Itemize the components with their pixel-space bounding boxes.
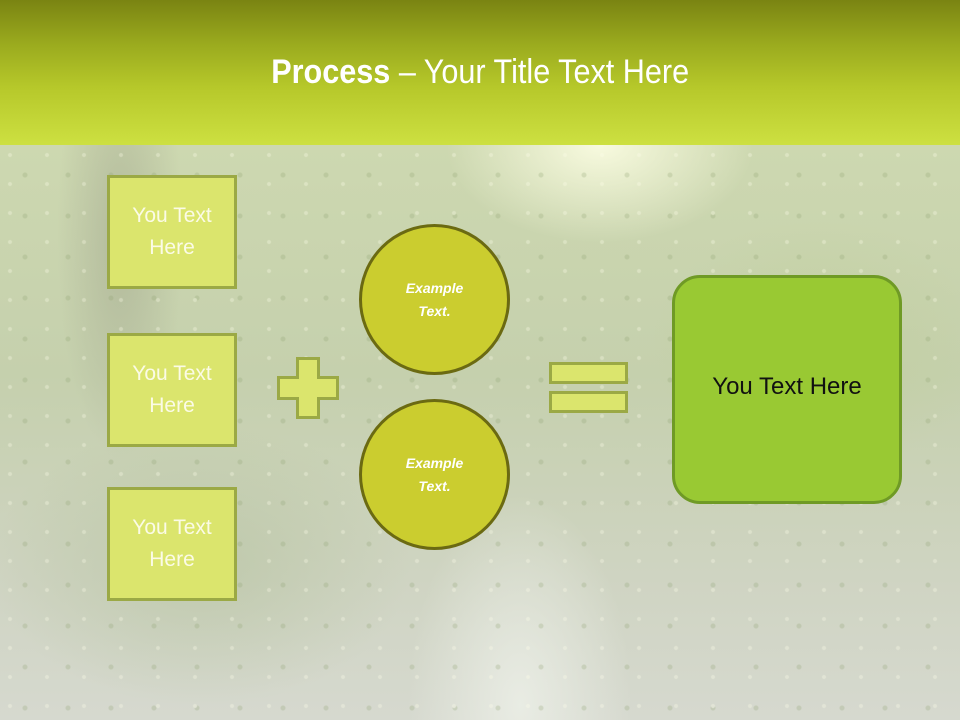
input-box-3-label: You Text Here bbox=[132, 516, 212, 571]
input-box-1[interactable]: You Text Here bbox=[107, 175, 237, 289]
title-bold-part: Process bbox=[271, 53, 391, 91]
result-box[interactable]: You Text Here bbox=[672, 275, 902, 504]
input-box-1-label: You Text Here bbox=[132, 204, 212, 259]
example-circle-2-label: Example Text. bbox=[405, 454, 464, 494]
input-box-3[interactable]: You Text Here bbox=[107, 487, 237, 601]
equals-icon-bottom-bar bbox=[549, 391, 628, 413]
input-box-2-label: You Text Here bbox=[132, 362, 212, 417]
slide-title[interactable]: Process – Your Title Text Here bbox=[271, 53, 689, 92]
title-bar: Process – Your Title Text Here bbox=[0, 0, 960, 145]
plus-icon bbox=[277, 357, 339, 419]
equals-icon-top-bar bbox=[549, 362, 628, 384]
title-rest-part: – Your Title Text Here bbox=[390, 53, 689, 91]
example-circle-1[interactable]: Example Text. bbox=[359, 224, 510, 375]
example-circle-1-label: Example Text. bbox=[405, 279, 464, 319]
result-box-label: You Text Here bbox=[712, 372, 862, 400]
example-circle-2[interactable]: Example Text. bbox=[359, 399, 510, 550]
input-box-2[interactable]: You Text Here bbox=[107, 333, 237, 447]
